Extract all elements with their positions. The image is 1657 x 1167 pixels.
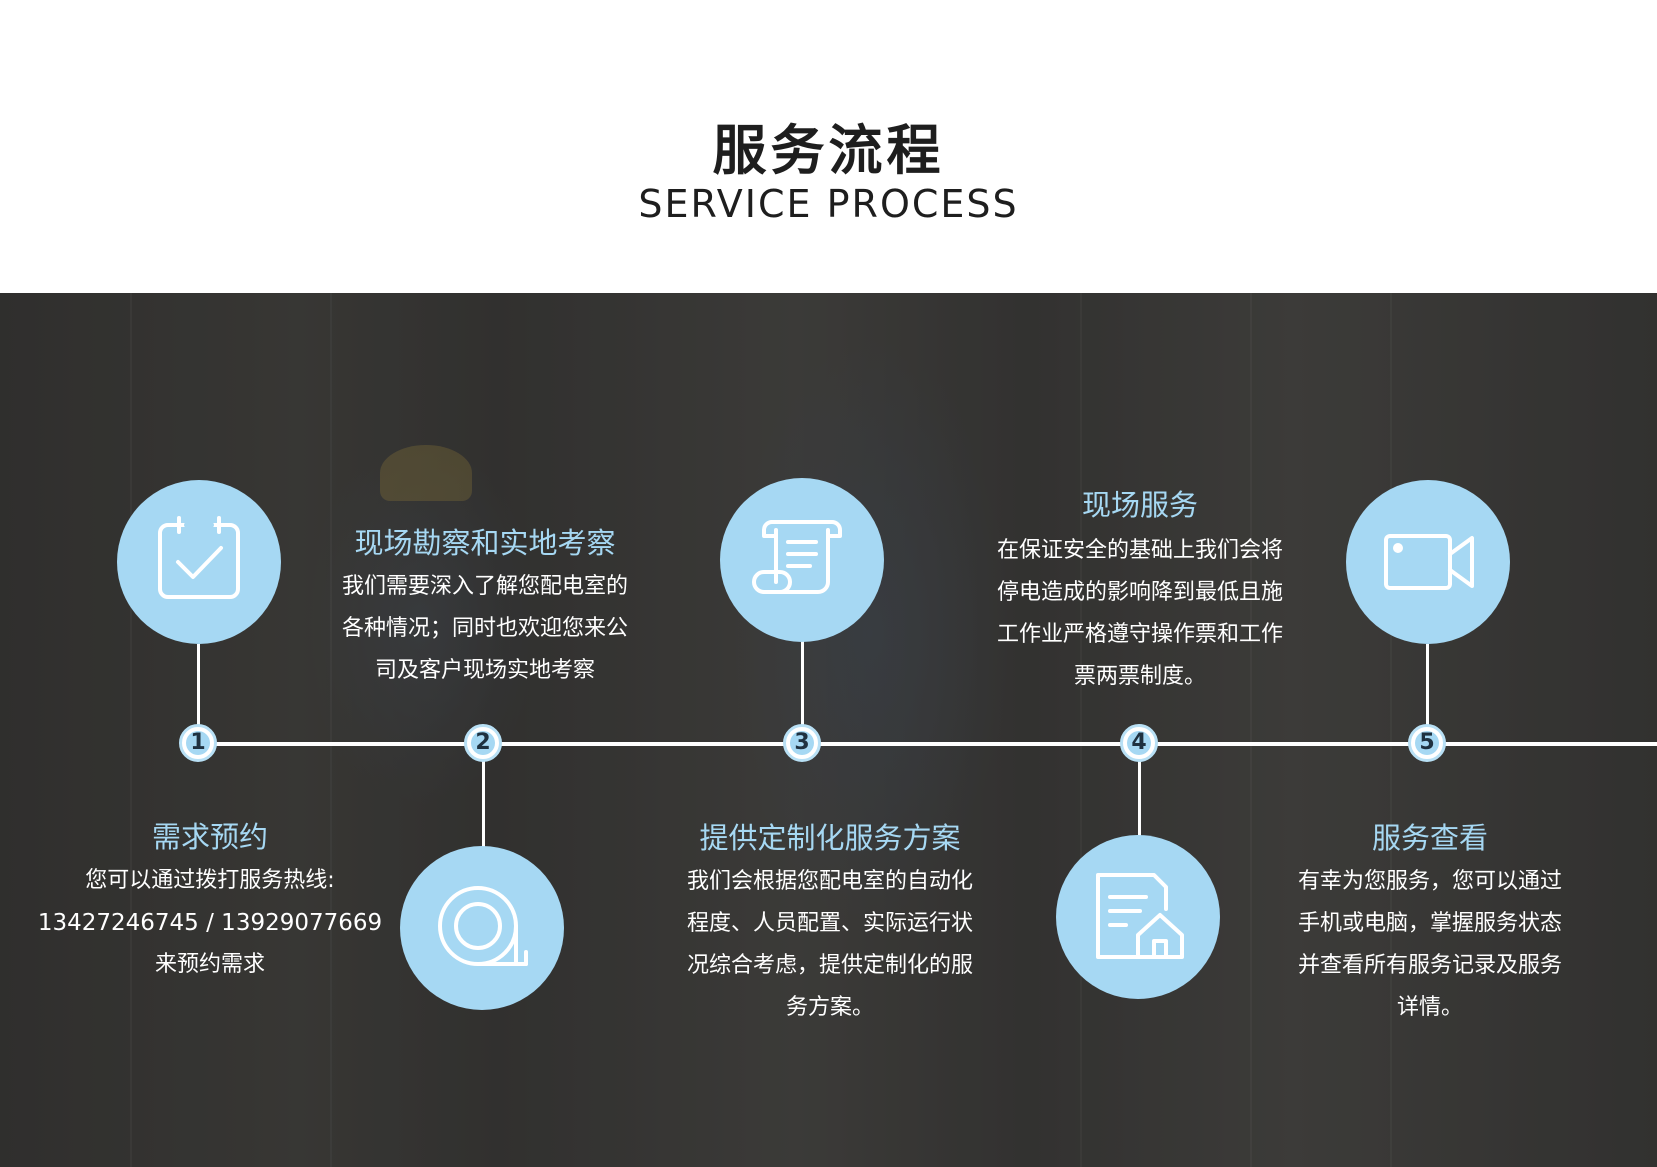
step-4-description: 在保证安全的基础上我们会将 停电造成的影响降到最低且施 工作业严格遵守操作票和工… xyxy=(960,530,1320,698)
desc-line: 详情。 xyxy=(1396,995,1463,1020)
desc-line: 手机或电脑，掌握服务状态 xyxy=(1297,911,1562,936)
step-number-5: 5 xyxy=(1408,724,1446,762)
step-2-title: 现场勘察和实地考察 xyxy=(354,526,616,560)
step-2-description: 我们需要深入了解您配电室的 各种情况；同时也欢迎您来公 司及客户现场实地考察 xyxy=(305,566,665,692)
desc-line: 有幸为您服务，您可以通过 xyxy=(1297,869,1562,894)
step-4-icon-circle xyxy=(1056,835,1220,999)
desc-line: 停电造成的影响降到最低且施 xyxy=(996,580,1283,605)
desc-line: 务方案。 xyxy=(785,995,874,1020)
step-number-1: 1 xyxy=(179,724,217,762)
step-1-description: 您可以通过拨打服务热线: 13427246745 / 13929077669 来… xyxy=(30,860,390,986)
step-3-description: 我们会根据您配电室的自动化 程度、人员配置、实际运行状 况综合考虑，提供定制化的… xyxy=(640,861,1020,1029)
step-number-label: 4 xyxy=(1127,731,1151,755)
tape-measure-icon xyxy=(438,886,528,966)
cabinet-edge xyxy=(330,293,332,1167)
desc-line: 程度、人员配置、实际运行状 xyxy=(686,911,973,936)
header: 服务流程 SERVICE PROCESS xyxy=(0,0,1657,293)
page-subtitle: SERVICE PROCESS xyxy=(638,182,1019,226)
desc-line: 工作业严格遵守操作票和工作 xyxy=(996,622,1283,647)
connector-line-3 xyxy=(801,641,804,744)
step-3-title: 提供定制化服务方案 xyxy=(699,821,961,855)
step-number-2: 2 xyxy=(464,724,502,762)
step-1-icon-circle xyxy=(117,480,281,644)
desc-line: 我们会根据您配电室的自动化 xyxy=(686,869,973,894)
desc-line: 各种情况；同时也欢迎您来公 xyxy=(341,616,628,641)
desc-line: 票两票制度。 xyxy=(1073,664,1206,689)
step-2-icon-circle xyxy=(400,846,564,1010)
step-number-label: 3 xyxy=(790,731,814,755)
desc-line: 来预约需求 xyxy=(154,952,265,977)
timeline-line xyxy=(190,742,1657,746)
desc-line: 并查看所有服务记录及服务 xyxy=(1297,953,1562,978)
connector-line-2 xyxy=(482,744,485,850)
dark-overlay xyxy=(0,293,1657,1167)
cabinet-edge xyxy=(1390,293,1392,1167)
step-number-label: 5 xyxy=(1415,731,1439,755)
desc-line: 司及客户现场实地考察 xyxy=(374,658,595,683)
cabinet-edge xyxy=(1250,293,1252,1167)
scroll-document-icon xyxy=(752,520,842,594)
step-number-4: 4 xyxy=(1120,724,1158,762)
document-house-icon xyxy=(1096,873,1184,959)
step-3-icon-circle xyxy=(720,478,884,642)
desc-line: 您可以通过拨打服务热线: xyxy=(85,868,335,893)
video-camera-icon xyxy=(1384,534,1474,590)
cabinet-edge xyxy=(130,293,132,1167)
desc-line: 我们需要深入了解您配电室的 xyxy=(341,574,628,599)
background-photo xyxy=(0,293,1657,1167)
step-5-description: 有幸为您服务，您可以通过 手机或电脑，掌握服务状态 并查看所有服务记录及服务 详… xyxy=(1250,861,1610,1029)
step-number-3: 3 xyxy=(783,724,821,762)
desc-line: 在保证安全的基础上我们会将 xyxy=(996,538,1283,563)
connector-line-1 xyxy=(197,644,200,744)
step-number-label: 1 xyxy=(186,731,210,755)
hard-hat xyxy=(380,445,472,501)
calendar-check-icon xyxy=(158,516,240,599)
step-5-icon-circle xyxy=(1346,480,1510,644)
cabinet-edge xyxy=(1080,293,1082,1167)
connector-line-5 xyxy=(1426,644,1429,744)
step-4-title: 现场服务 xyxy=(1081,488,1198,522)
phone-numbers: 13427246745 / 13929077669 xyxy=(37,910,383,936)
step-1-title: 需求预约 xyxy=(151,820,268,854)
connector-line-4 xyxy=(1138,744,1141,838)
step-5-title: 服务查看 xyxy=(1371,821,1488,855)
step-number-label: 2 xyxy=(471,731,495,755)
page-title: 服务流程 xyxy=(712,119,945,182)
desc-line: 况综合考虑，提供定制化的服 xyxy=(686,953,973,978)
